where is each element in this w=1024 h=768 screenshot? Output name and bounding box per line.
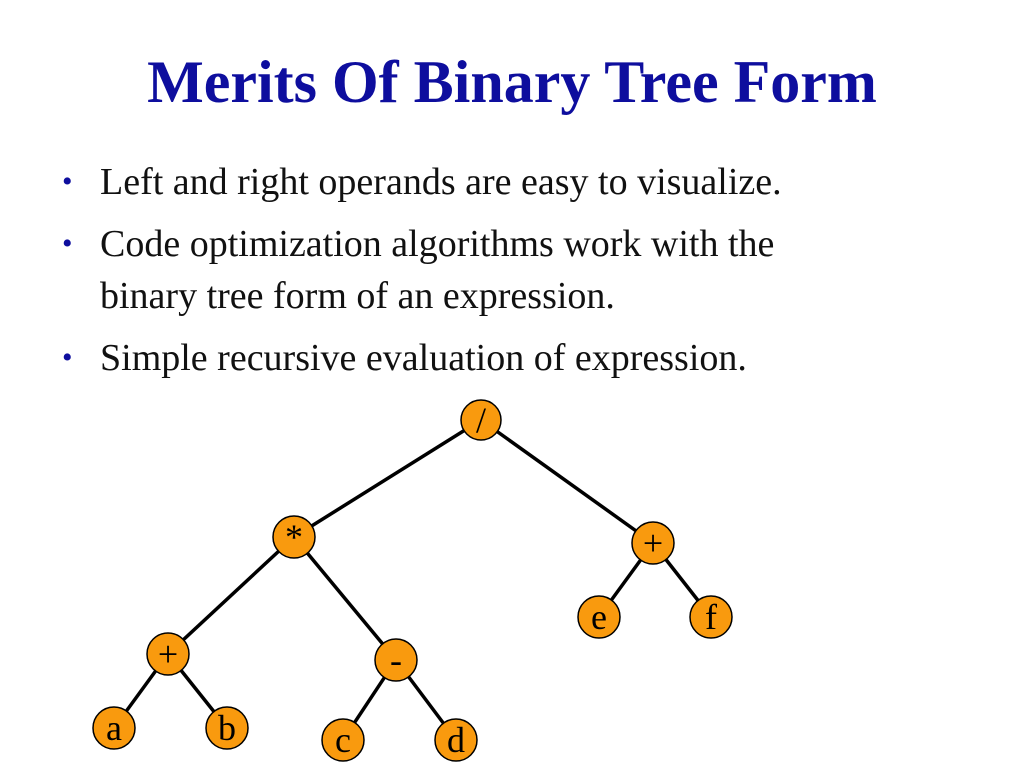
- bullet-text-3-line-1: Simple recursive evaluation of expressio…: [100, 337, 747, 379]
- tree-node-d: d: [434, 718, 478, 762]
- bullet-text-2-line-2: binary tree form of an expression.: [100, 275, 615, 317]
- tree-node-root: /: [460, 399, 502, 441]
- tree-node-f-circle: [689, 595, 733, 639]
- tree-node-a-circle: [92, 706, 136, 750]
- tree-node-plus-right-circle: [631, 521, 675, 565]
- tree-node-plus-right-label: +: [643, 523, 663, 563]
- bullet-list: • Left and right operands are easy to vi…: [62, 156, 962, 394]
- tree-edge-mul-to-plus-left: [166, 535, 296, 656]
- tree-node-e: e: [577, 595, 621, 639]
- bullet-marker: •: [62, 227, 73, 260]
- tree-node-minus-circle: [374, 638, 418, 682]
- bullet-text-1-line-1: Left and right operands are easy to visu…: [100, 161, 782, 203]
- tree-node-a: a: [92, 706, 136, 750]
- bullet-item-1: • Left and right operands are easy to vi…: [62, 156, 962, 208]
- tree-node-c: c: [321, 718, 365, 762]
- tree-node-multiply: *: [272, 515, 316, 559]
- tree-node-root-circle: [460, 399, 502, 441]
- tree-node-d-circle: [434, 718, 478, 762]
- tree-node-a-label: a: [106, 708, 122, 748]
- tree-node-plus-left: +: [146, 632, 190, 676]
- tree-node-multiply-label: *: [285, 517, 303, 557]
- tree-node-b: b: [205, 706, 249, 750]
- tree-node-e-label: e: [591, 597, 607, 637]
- bullet-item-2: • Code optimization algorithms work with…: [62, 218, 962, 322]
- tree-edges: [112, 418, 713, 742]
- tree-node-minus: -: [374, 638, 418, 682]
- bullet-item-3: • Simple recursive evaluation of express…: [62, 332, 962, 384]
- bullet-marker: •: [62, 341, 73, 374]
- tree-node-c-circle: [321, 718, 365, 762]
- tree-node-minus-label: -: [390, 640, 402, 680]
- bullet-text-2-line-1: Code optimization algorithms work with t…: [100, 223, 775, 265]
- slide-title: Merits Of Binary Tree Form: [147, 49, 877, 115]
- tree-node-e-circle: [577, 595, 621, 639]
- tree-node-b-label: b: [218, 708, 236, 748]
- tree-node-c-label: c: [335, 720, 351, 760]
- bullet-marker: •: [62, 165, 73, 198]
- tree-node-root-label: /: [476, 400, 486, 440]
- tree-node-plus-right: +: [631, 521, 675, 565]
- tree-node-plus-left-circle: [146, 632, 190, 676]
- tree-node-f: f: [689, 595, 733, 639]
- tree-node-b-circle: [205, 706, 249, 750]
- tree-edge-root-to-mul: [293, 418, 482, 539]
- tree-edge-mul-to-minus: [292, 535, 398, 662]
- tree-node-plus-left-label: +: [158, 634, 178, 674]
- tree-edge-root-to-plus-right: [479, 418, 655, 545]
- tree-nodes: / * + + - a b c d e f: [92, 399, 733, 762]
- tree-node-multiply-circle: [272, 515, 316, 559]
- tree-node-f-label: f: [705, 597, 717, 637]
- tree-node-d-label: d: [447, 720, 465, 760]
